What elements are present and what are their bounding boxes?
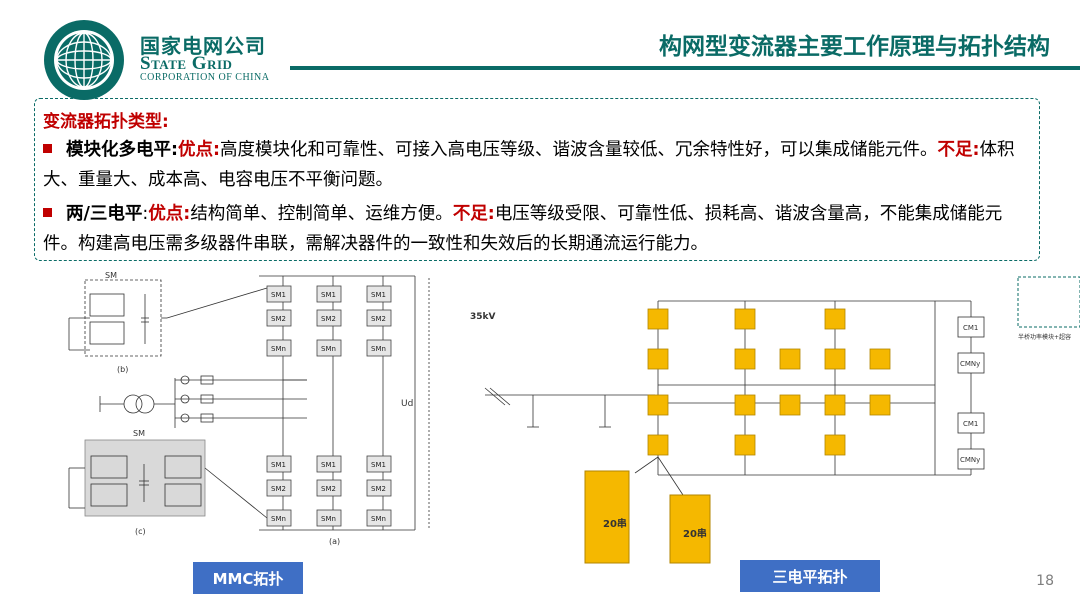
caption-a: (a) — [329, 537, 340, 546]
submodule-box — [266, 479, 292, 497]
submodule-label: SM2 — [371, 485, 386, 493]
submodule-box — [316, 339, 342, 357]
series-block-1 — [584, 470, 630, 564]
submodule-label: SMn — [271, 515, 286, 523]
switch-module — [824, 434, 846, 456]
three-level-module-group — [647, 308, 891, 456]
advantage-label: 优点: — [178, 140, 220, 160]
series-label-2: 20串 — [683, 527, 707, 540]
mmc-topology-button[interactable]: MMC拓扑 — [193, 562, 303, 594]
disadvantage-text: 电压等级受限、可靠性低、损耗高、谐波含量高，不能集成储能元件。构建高电压需多级器… — [43, 204, 1003, 254]
caption-b: (b) — [117, 365, 128, 374]
submodule-box — [316, 309, 342, 327]
submodule-label: SM2 — [321, 315, 336, 323]
submodule-label: SM2 — [271, 485, 286, 493]
submodule-box — [366, 455, 392, 473]
series-label-1: 20串 — [603, 517, 627, 530]
disadvantage-label: 不足: — [937, 140, 980, 160]
list-item-two-three-level: 两/三电平:优点:结构简单、控制简单、运维方便。不足:电压等级受限、可靠性低、损… — [43, 204, 1003, 254]
switch-module — [824, 394, 846, 416]
submodule-box — [266, 339, 292, 357]
submodule-box — [316, 509, 342, 527]
submodule-label: SM2 — [271, 315, 286, 323]
advantage-text: 高度模块化和可靠性、可接入高电压等级、谐波含量较低、冗余特性好，可以集成储能元件… — [220, 140, 938, 160]
submodule-label: SMn — [321, 515, 336, 523]
switch-module — [869, 348, 891, 370]
submodule-box — [316, 455, 342, 473]
bullet-icon — [43, 143, 52, 153]
cm-label: CMNy — [960, 360, 980, 368]
sm-title-c: SM — [133, 429, 145, 438]
section-heading: 变流器拓扑类型: — [43, 112, 169, 132]
sm-title-b: SM — [105, 271, 117, 280]
switch-module — [869, 394, 891, 416]
submodule-box — [366, 339, 392, 357]
submodule-box — [266, 309, 292, 327]
submodule-box — [266, 455, 292, 473]
ud-label: Ud — [401, 399, 413, 409]
switch-module — [647, 308, 669, 330]
topology-summary-box: 变流器拓扑类型: 模块化多电平:优点:高度模块化和可靠性、可接入高电压等级、谐波… — [34, 98, 1040, 261]
caption-c: (c) — [135, 527, 146, 536]
mmc-submodule-group: SM1SM2SMnSM1SM2SMnSM1SM2SMnSM1SM2SMnSM1S… — [266, 285, 392, 527]
voltage-label: 35kV — [470, 312, 496, 322]
submodule-box — [366, 479, 392, 497]
cm-label: CM1 — [963, 420, 978, 428]
submodule-label: SMn — [371, 345, 386, 353]
state-grid-logo — [44, 20, 124, 100]
switch-module — [647, 348, 669, 370]
switch-module — [779, 394, 801, 416]
switch-module — [647, 394, 669, 416]
submodule-box — [266, 285, 292, 303]
item-name: 两/三电平 — [66, 204, 143, 224]
submodule-label: SM2 — [371, 315, 386, 323]
switch-module — [734, 394, 756, 416]
submodule-label: SM1 — [321, 291, 336, 299]
switch-module — [734, 434, 756, 456]
switch-module — [824, 348, 846, 370]
cm-label: CMNy — [960, 456, 980, 464]
switch-module — [824, 308, 846, 330]
item-name: 模块化多电平 — [66, 140, 171, 160]
submodule-label: SM1 — [371, 291, 386, 299]
submodule-box — [266, 509, 292, 527]
switch-module — [647, 434, 669, 456]
series-block-2 — [669, 494, 711, 564]
submodule-box — [366, 509, 392, 527]
switch-module — [779, 348, 801, 370]
submodule-label: SM1 — [271, 461, 286, 469]
submodule-box — [316, 479, 342, 497]
submodule-label: SMn — [321, 345, 336, 353]
three-level-topology-diagram: 35kV 20串 20串 CM1 CMNy CM1 CMNy 半桥功率模块+超容 — [470, 276, 1080, 564]
submodule-label: SMn — [371, 515, 386, 523]
halfbridge-note: 半桥功率模块+超容 — [1018, 333, 1071, 341]
disadvantage-text: 体积大、重量大、成本高、电容电压不平衡问题。 — [43, 140, 1015, 190]
brand-subtitle: CORPORATION OF CHINA — [140, 72, 270, 83]
submodule-box — [366, 285, 392, 303]
title-underline — [290, 66, 1080, 70]
page-number: 18 — [1036, 573, 1054, 589]
submodule-label: SM1 — [371, 461, 386, 469]
submodule-label: SM2 — [321, 485, 336, 493]
bullet-icon — [43, 207, 52, 217]
submodule-label: SM1 — [271, 291, 286, 299]
advantage-text: 结构简单、控制简单、运维方便。 — [190, 204, 453, 224]
brand-english-name: State Grid — [140, 53, 233, 74]
disadvantage-label: 不足: — [452, 204, 495, 224]
submodule-box — [316, 285, 342, 303]
halfbridge-detail-box — [1017, 276, 1080, 328]
submodule-label: SMn — [271, 345, 286, 353]
switch-module — [734, 308, 756, 330]
switch-module — [734, 348, 756, 370]
submodule-box — [366, 309, 392, 327]
brand-chinese-name: 国家电网公司 — [140, 34, 266, 58]
submodule-label: SM1 — [321, 461, 336, 469]
mmc-topology-diagram: SM1SM2SMnSM1SM2SMnSM1SM2SMnSM1SM2SMnSM1S… — [68, 271, 430, 546]
advantage-label: 优点: — [148, 204, 191, 224]
cm-label: CM1 — [963, 324, 978, 332]
three-level-topology-button[interactable]: 三电平拓扑 — [740, 560, 880, 592]
list-item-mmc: 模块化多电平:优点:高度模块化和可靠性、可接入高电压等级、谐波含量较低、冗余特性… — [43, 140, 1015, 190]
page-title: 构网型变流器主要工作原理与拓扑结构 — [659, 34, 1050, 60]
